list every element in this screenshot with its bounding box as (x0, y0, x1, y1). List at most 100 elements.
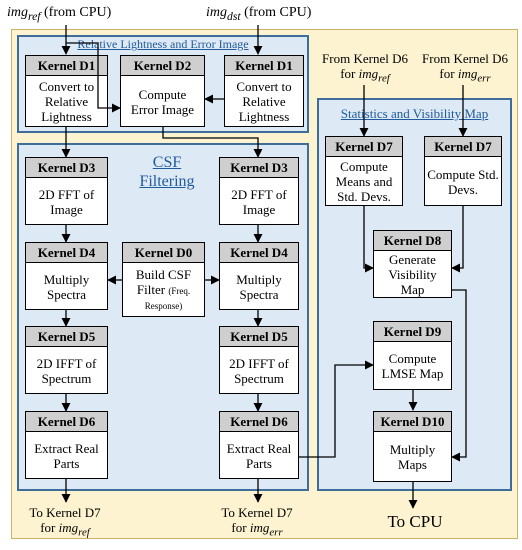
kernel-line: Multiply (236, 271, 282, 287)
kernel-line: 2D FFT of (231, 186, 287, 202)
stats-panel-title: Statistics and Visibility Map (340, 106, 489, 121)
kernel-line: Maps (398, 457, 427, 472)
csf-title-line1: CSF (152, 154, 182, 171)
kernel-line: Means and (335, 174, 393, 189)
kernel-title: Kernel D1 (225, 56, 303, 76)
kernel-line: Compute (340, 159, 388, 174)
lightness-panel-title: Relative Lightness and Error Image (77, 37, 249, 51)
arrow-d8-to-d10 (451, 289, 467, 462)
kernel-line: Compute Std. (427, 166, 499, 182)
kernel-title: Kernel D4 (220, 243, 298, 263)
arrow-ref-to-d2 (66, 42, 121, 113)
arrow-d7r-to-d8 (451, 206, 464, 273)
kernel-line: LMSE Map (381, 366, 444, 381)
kernel-line: Std. Devs. (337, 189, 391, 204)
side-input-err: From Kernel D6 for imgerr (422, 51, 508, 85)
kernel-line: Build CSF (135, 266, 192, 282)
kernel-line: Extract Real (34, 440, 99, 456)
kernel-title: Kernel D9 (374, 322, 451, 342)
kernel-line: Relative (44, 94, 89, 109)
kernel-title: Kernel D6 (220, 412, 298, 432)
kernel-line: Compute (388, 351, 437, 366)
kernel-line: Spectrum (41, 370, 92, 386)
kernel-line: Lightness (41, 109, 92, 124)
kernel-line: Image (242, 201, 276, 217)
kernel-title: Kernel D7 (326, 137, 402, 157)
csf-title-line2: Filtering (139, 173, 195, 190)
kernel-line: Lightness (238, 109, 290, 124)
kernel-line: 2D FFT of (38, 186, 95, 202)
kernel-line: Convert to (236, 79, 292, 94)
kernel-line: 2D IFFT of (229, 355, 289, 371)
kernel-line: Extract Real (226, 440, 292, 456)
kernel-line: Generate (389, 252, 436, 267)
arrow-d2-to-d3r (162, 126, 263, 158)
kernel-title: Kernel D1 (26, 56, 107, 76)
kernel-line: Map (400, 282, 425, 297)
kernel-line: Devs. (448, 181, 478, 197)
arrow-d7l-to-d8 (363, 206, 374, 273)
kernel-title: Kernel D3 (26, 158, 107, 178)
kernel-line: Filter (Freq. (136, 281, 191, 297)
kernel-line: Compute (138, 86, 187, 102)
kernel-title: Kernel D2 (121, 56, 204, 76)
kernel-small-note: (Freq. (168, 285, 191, 296)
kernel-line: Error Image (130, 101, 195, 117)
kernel-title: Kernel D0 (123, 243, 204, 263)
side-input-ref: From Kernel D6 for imgref (322, 51, 408, 85)
output-right: To Kernel D7 for imgerr (221, 505, 293, 539)
kernel-title: Kernel D5 (220, 327, 298, 347)
kernel-line: Spectra (239, 286, 279, 302)
kernel-title: Kernel D5 (26, 327, 107, 347)
kernel-line: 2D IFFT of (36, 355, 97, 371)
kernel-line: Multiply (43, 271, 90, 287)
kernel-title: Kernel D8 (374, 231, 451, 251)
output-left: To Kernel D7 for imgref (29, 505, 101, 539)
kernel-line: Image (50, 201, 83, 217)
kernel-description: Compute Std.Devs. (425, 157, 501, 206)
kernel-line: Relative (242, 94, 286, 109)
kernel-line: Response) (144, 300, 183, 311)
kernel-line: Parts (245, 455, 272, 471)
kernel-title: Kernel D10 (374, 412, 451, 432)
output-cpu: To CPU (387, 512, 443, 531)
csf-panel-title: CSF Filtering (130, 153, 204, 191)
kernel-title: Kernel D4 (26, 243, 107, 263)
kernel-line: Visibility (388, 267, 437, 282)
kernel-line: Parts (53, 455, 80, 471)
input-img-ref: imgref (from CPU) (7, 5, 112, 23)
input-img-dst: imgdst (from CPU) (206, 5, 312, 23)
kernel-title: Kernel D7 (425, 137, 501, 157)
kernel-title: Kernel D3 (220, 158, 298, 178)
kernel-title: Kernel D6 (26, 412, 107, 432)
kernel-line: Spectra (47, 286, 86, 302)
